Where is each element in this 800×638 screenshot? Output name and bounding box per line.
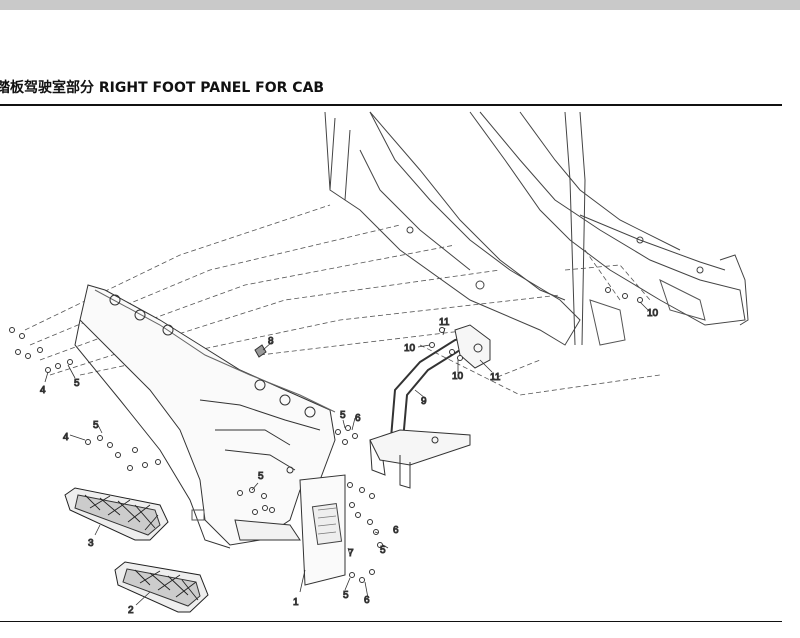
- callout-4-lower: 4: [63, 432, 69, 443]
- callout-10-left: 10: [404, 343, 416, 354]
- callout-5-right: 5: [340, 410, 346, 421]
- callout-10-right: 10: [647, 308, 659, 319]
- bracket-part-9: [369, 324, 491, 489]
- callout-6-bottom: 6: [364, 595, 370, 606]
- bolt-part-8: [254, 344, 267, 358]
- callout-5-inner: 5: [258, 471, 264, 482]
- callout-11-upper: 11: [439, 317, 450, 328]
- callout-8: 8: [268, 336, 274, 347]
- callout-5-mid: 5: [93, 420, 99, 431]
- callout-9: 9: [421, 396, 427, 407]
- callout-6-upper: 6: [355, 413, 361, 424]
- callout-4-upper: 4: [40, 385, 46, 396]
- title-rule: [0, 104, 782, 106]
- page-title: 踏板驾驶室部分 RIGHT FOOT PANEL FOR CAB: [0, 80, 325, 96]
- callout-5-bottom: 5: [343, 590, 349, 601]
- callout-7: 7: [348, 548, 354, 559]
- callout-2: 2: [128, 605, 134, 616]
- bolt-washer-cluster-right: [335, 287, 643, 583]
- callout-3: 3: [88, 538, 94, 549]
- top-border-bar: [0, 0, 800, 10]
- callout-1: 1: [293, 597, 299, 608]
- step-plate-part-2: [114, 561, 209, 613]
- bottom-rule: [0, 621, 782, 622]
- callout-5-side: 5: [380, 545, 386, 556]
- callout-leaders: [44, 301, 649, 606]
- callout-6-mid: 6: [393, 525, 399, 536]
- bolt-washer-cluster-left: [9, 327, 275, 515]
- foot-panel-part-1: [74, 284, 346, 586]
- step-plate-part-3: [64, 487, 169, 541]
- callout-5-upper: 5: [74, 378, 80, 389]
- callout-11-lower: 11: [490, 372, 501, 383]
- callout-10-mid: 10: [452, 371, 464, 382]
- cab-frame: [324, 111, 749, 346]
